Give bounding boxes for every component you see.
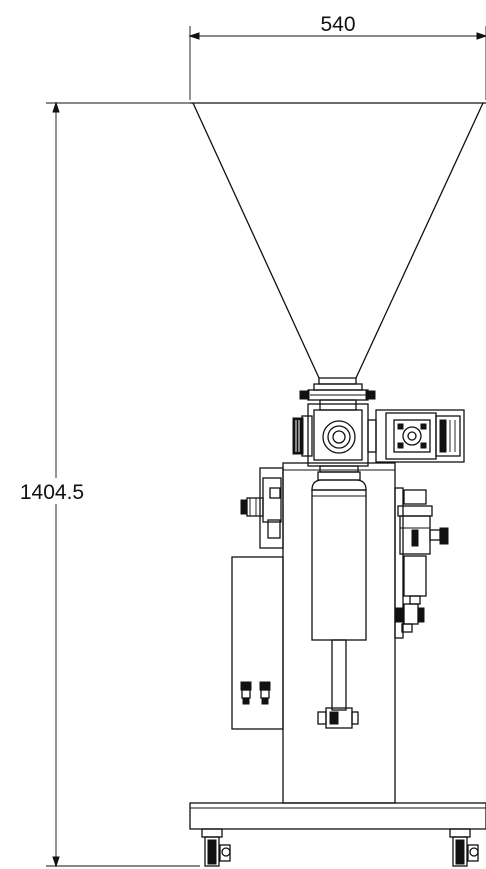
- height-dimension-label: 1404.5: [20, 481, 84, 504]
- caster-right: [452, 836, 479, 867]
- width-dimension: 540: [188, 13, 486, 100]
- box-connector-right: [259, 681, 271, 705]
- hopper: [190, 102, 486, 385]
- base-plate: [189, 802, 486, 838]
- box-connector-left: [240, 681, 252, 705]
- valve-block: [292, 403, 377, 473]
- outlet-clamp: [299, 383, 376, 411]
- gear-motor: [375, 409, 465, 463]
- air-filter-regulator: [394, 487, 449, 639]
- left-bracket: [240, 467, 284, 549]
- caster-left: [204, 836, 231, 867]
- width-dimension-label: 540: [320, 13, 355, 36]
- electrical-box: [231, 556, 284, 730]
- cylinder: [311, 471, 367, 729]
- main-frame: [282, 462, 396, 804]
- height-dimension: 1404.5: [20, 101, 200, 868]
